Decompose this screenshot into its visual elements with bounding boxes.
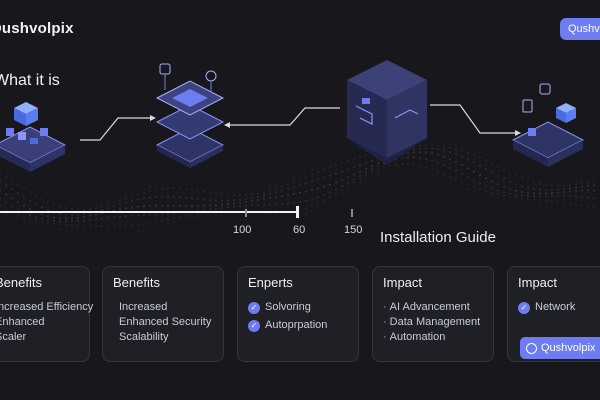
check-icon: ✓: [518, 301, 530, 314]
check-item[interactable]: ✓ Autoprpation: [248, 318, 348, 333]
network-illustration: [0, 60, 585, 172]
card-impact-1[interactable]: Impact ·AI Advancement ·Data Management …: [372, 266, 494, 362]
card-title: Benefits: [113, 275, 160, 290]
tick-label: 60: [293, 224, 306, 236]
chat-icon: [526, 342, 537, 354]
card-item: ·Data Management: [383, 316, 481, 328]
card-item: Scalability: [119, 331, 169, 343]
card-title: Impact: [518, 275, 558, 290]
tick-mark: [245, 209, 247, 217]
card-item: Increased Efficiency: [0, 301, 94, 313]
check-item-label: Network: [535, 301, 576, 313]
connector-arrow: [430, 104, 515, 134]
card-benefits-1[interactable]: Benefits Increased Efficiency Enhanced S…: [0, 266, 94, 362]
timeline-handle[interactable]: [296, 206, 299, 218]
tick-label: 150: [344, 224, 363, 236]
top-brand-button[interactable]: Qushvolpix: [560, 18, 600, 40]
connector-arrow: [80, 117, 150, 141]
button-label: Qushvolpix: [541, 342, 596, 354]
check-item[interactable]: ✓ Network: [518, 300, 600, 315]
card-item: Enhanced: [0, 316, 45, 328]
qushvolpix-button[interactable]: Qushvolpix: [520, 337, 600, 359]
node-platform-right: [511, 83, 585, 167]
card-benefits-2[interactable]: Benefits Increased Enhanced Security Sca…: [102, 266, 224, 362]
card-item: Scaler: [0, 331, 27, 343]
check-item[interactable]: ✓ Solvoring: [248, 300, 348, 315]
tick-label: 100: [233, 224, 252, 236]
card-item: ·AI Advancement: [383, 301, 470, 313]
tick-mark: [351, 209, 353, 217]
card-title: Impact: [383, 275, 423, 290]
connector-arrow: [230, 107, 340, 126]
card-title: Enperts: [248, 275, 293, 290]
card-title: Benefits: [0, 275, 42, 290]
brand-logo-text: Qushvolpix: [0, 20, 74, 37]
check-icon: ✓: [248, 319, 260, 332]
card-item: ·Automation: [383, 331, 446, 343]
card-item: Increased: [119, 301, 168, 313]
node-stack-layers: [155, 63, 225, 168]
section-title: Installation Guide: [380, 229, 496, 246]
card-experts[interactable]: Enperts ✓ Solvoring ✓ Autoprpation: [237, 266, 359, 362]
timeline-progress-track[interactable]: [0, 211, 298, 213]
check-item-label: Solvoring: [265, 301, 311, 313]
page-subtitle: What it is: [0, 72, 60, 89]
check-item-label: Autoprpation: [265, 319, 328, 331]
node-platform-left: [0, 102, 67, 172]
card-item: Enhanced Security: [119, 316, 212, 328]
node-cube-center: [347, 60, 427, 165]
card-impact-2[interactable]: Impact ✓ Network Qushvolpix: [507, 266, 600, 362]
check-icon: ✓: [248, 301, 260, 314]
